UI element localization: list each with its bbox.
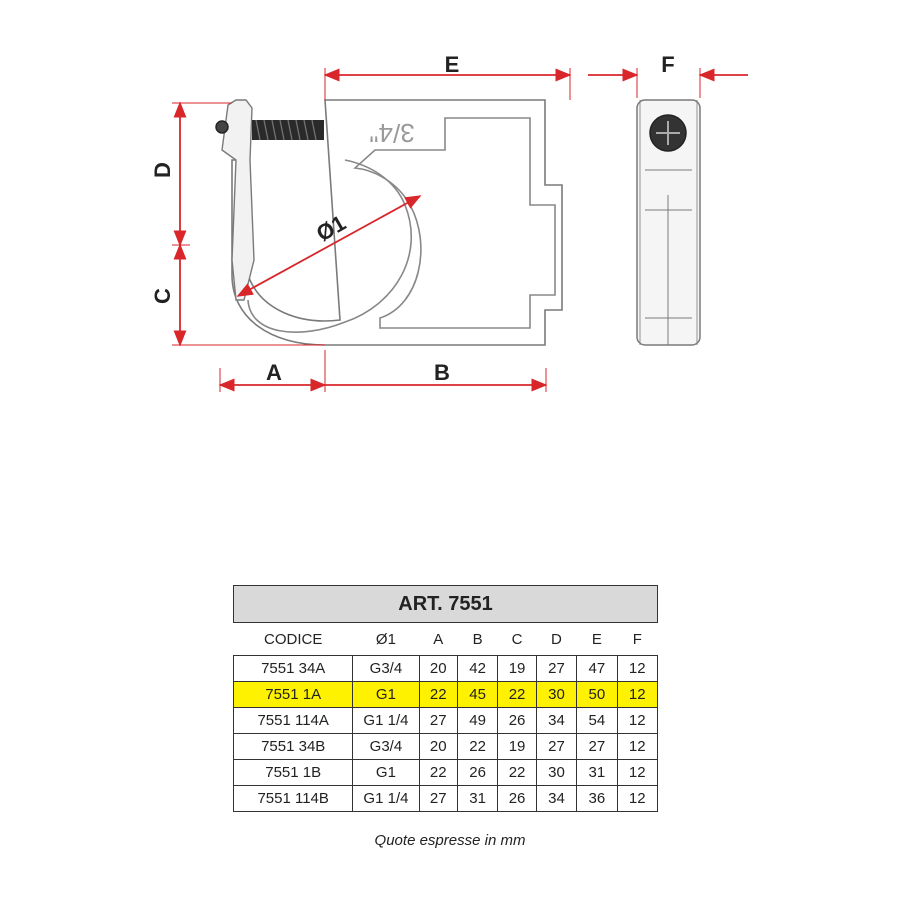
table-cell: 7551 1A [232, 681, 354, 708]
table-cell: 45 [456, 681, 499, 708]
column-header: C [511, 630, 523, 648]
column-header: F [632, 630, 642, 648]
table-cell: G1 1/4 [352, 785, 420, 812]
table-cell: 22 [456, 733, 499, 760]
units-note: Quote espresse in mm [374, 832, 526, 849]
clamp-lever [215, 99, 255, 301]
table-cell: 27 [418, 785, 458, 812]
table-cell: 22 [497, 681, 537, 708]
column-header: E [591, 630, 602, 648]
table-cell: 12 [616, 785, 659, 812]
table-cell: 47 [576, 655, 618, 682]
technical-drawing: 3/4" Ø1 E F D C A B [150, 52, 748, 392]
table-cell: 22 [418, 759, 458, 786]
table-cell: 50 [576, 681, 618, 708]
dimension-label-f: F [661, 52, 674, 77]
table-cell: 27 [535, 655, 578, 682]
table-cell: 34 [535, 707, 578, 734]
table-cell: 22 [497, 759, 537, 786]
table-cell: 12 [616, 733, 659, 760]
dimension-label-c: C [150, 288, 175, 304]
table-cell: 20 [418, 733, 458, 760]
table-cell: 7551 114A [232, 707, 354, 734]
table-cell: G1 [352, 759, 420, 786]
table-header-row: CODICE Ø1 A B C D E F [234, 623, 658, 656]
clamp-side-view [636, 99, 701, 346]
table-cell: 12 [616, 759, 659, 786]
diameter-label: Ø1 [312, 210, 350, 246]
table-cell: 19 [497, 655, 537, 682]
table-cell: G3/4 [352, 655, 420, 682]
table-cell: G1 1/4 [352, 707, 420, 734]
table-cell: 12 [616, 707, 659, 734]
table-cell: 54 [576, 707, 618, 734]
table-cell: 12 [616, 655, 659, 682]
table-cell: 36 [576, 785, 618, 812]
dimension-label-a: A [266, 360, 282, 385]
dimension-label-b: B [434, 360, 450, 385]
table-cell: 7551 1B [232, 759, 354, 786]
screw [252, 119, 324, 141]
table-cell: 31 [456, 785, 499, 812]
table-cell: 26 [497, 785, 537, 812]
table-cell: 27 [418, 707, 458, 734]
table-cell: 26 [497, 707, 537, 734]
table-cell: 7551 34B [232, 733, 354, 760]
size-stamp: 3/4" [369, 118, 414, 148]
column-header: Ø1 [375, 630, 396, 648]
table-cell: G1 [352, 681, 420, 708]
dimension-label-d: D [150, 162, 175, 178]
table-cell: 34 [535, 785, 578, 812]
table-cell: 19 [497, 733, 537, 760]
table-cell: 7551 34A [232, 655, 354, 682]
table-cell: 22 [418, 681, 458, 708]
table-cell: 42 [456, 655, 499, 682]
table-cell: 30 [535, 681, 578, 708]
table-title: ART. 7551 [233, 585, 658, 623]
table-cell: 31 [576, 759, 618, 786]
column-header: CODICE [264, 630, 323, 648]
column-header: A [433, 630, 444, 648]
column-header: B [472, 630, 483, 648]
diameter-dimension-line [236, 195, 422, 297]
table-cell: 27 [535, 733, 578, 760]
dimension-label-e: E [445, 52, 460, 77]
table-cell: G3/4 [352, 733, 420, 760]
table-cell: 26 [456, 759, 499, 786]
table-cell: 12 [616, 681, 659, 708]
column-header: D [551, 630, 562, 648]
table-cell: 27 [576, 733, 618, 760]
table-cell: 30 [535, 759, 578, 786]
table-cell: 7551 114B [232, 785, 354, 812]
table-cell: 49 [456, 707, 499, 734]
table-cell: 20 [418, 655, 458, 682]
